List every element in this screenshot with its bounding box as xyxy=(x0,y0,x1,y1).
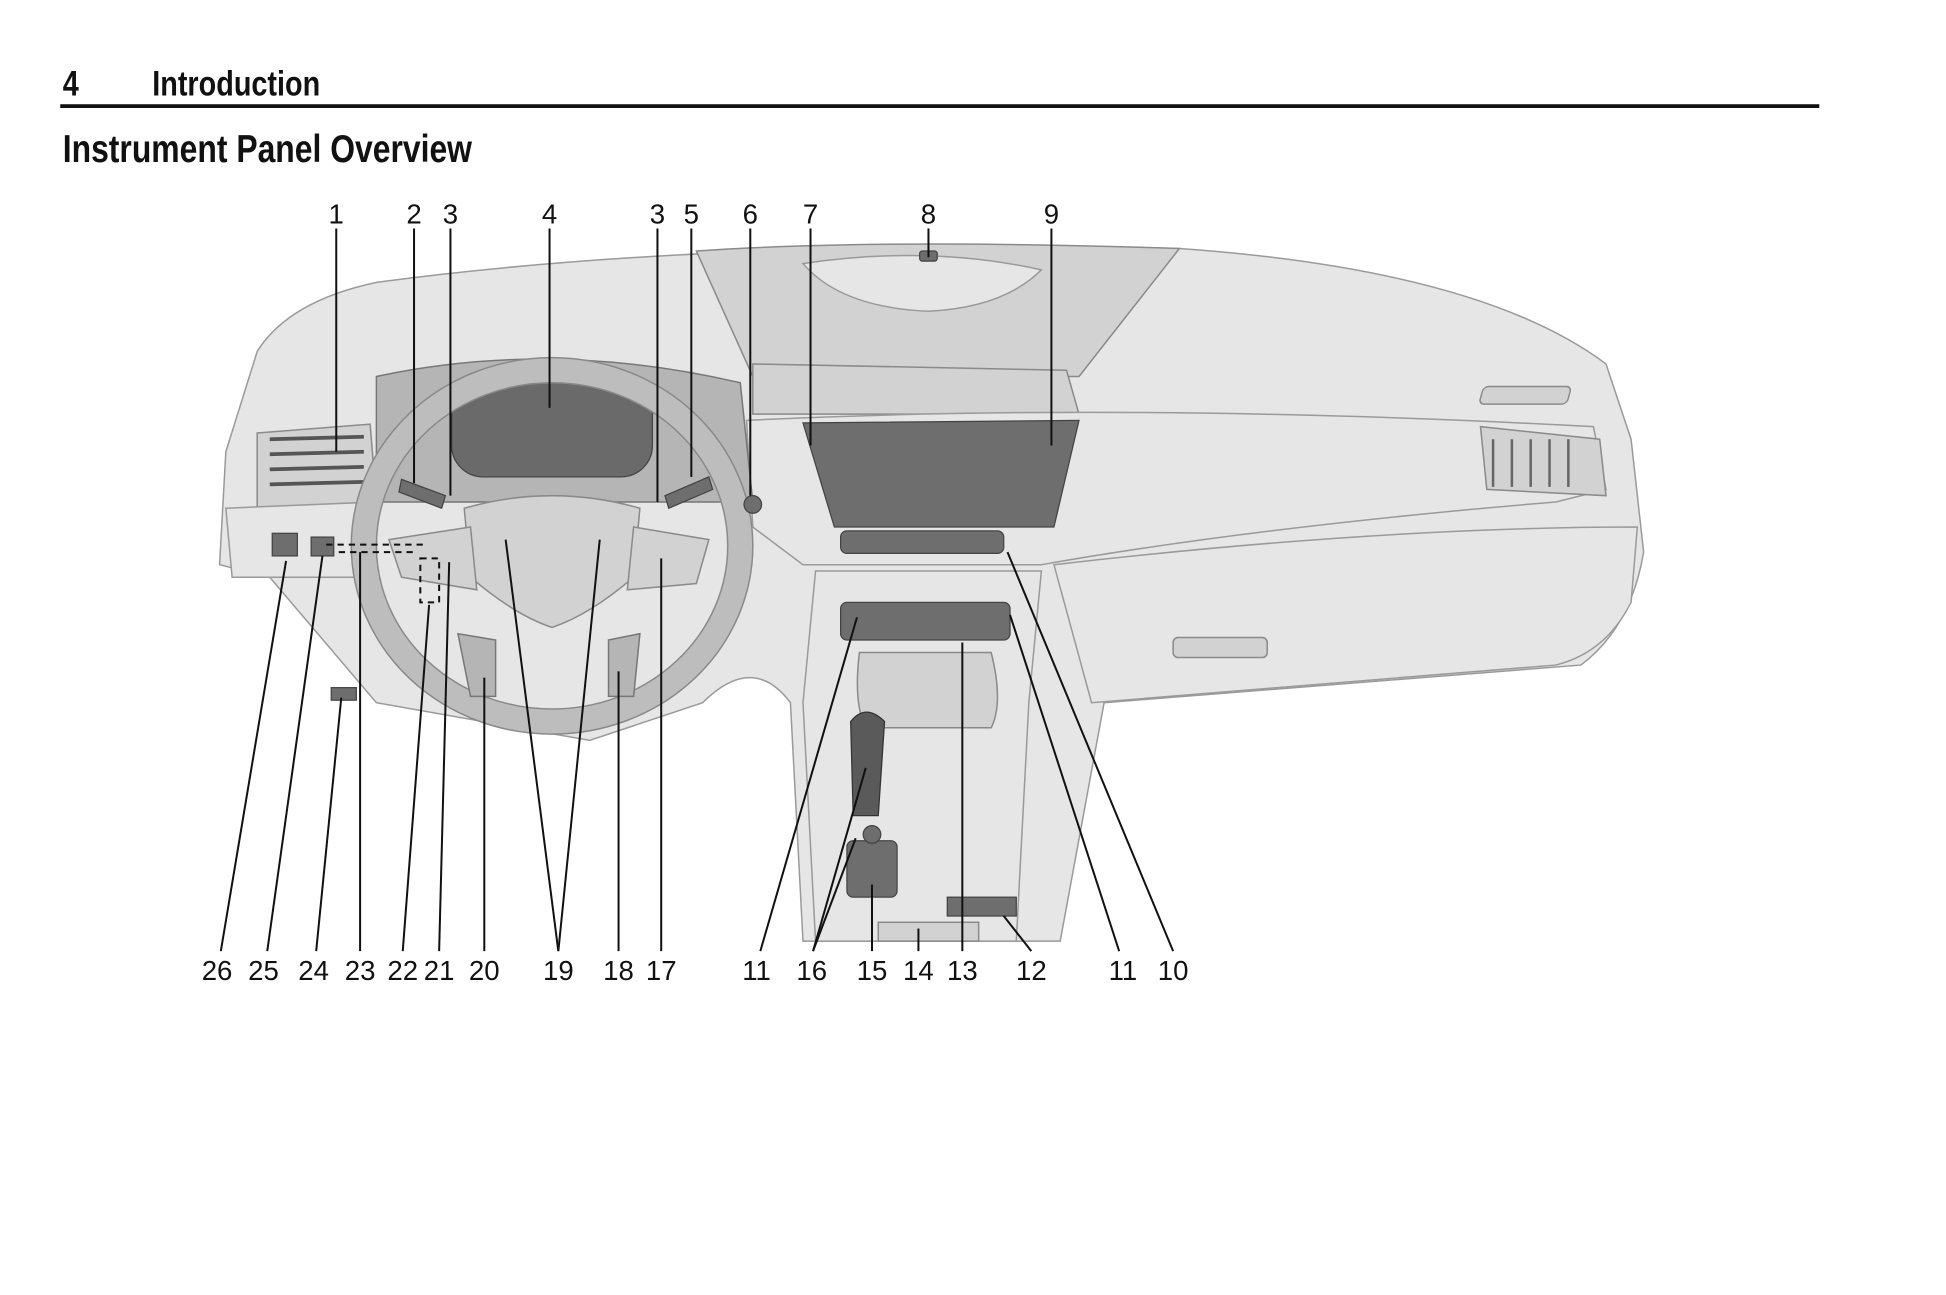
callout-18: 18 xyxy=(603,955,634,986)
callout-8: 8 xyxy=(921,198,936,229)
callout-26: 26 xyxy=(202,955,233,986)
callout-10: 10 xyxy=(1158,955,1189,986)
callout-7: 7 xyxy=(803,198,818,229)
section-title: Introduction xyxy=(152,64,320,103)
callout-2: 2 xyxy=(406,198,421,229)
callout-21: 21 xyxy=(424,955,455,986)
callout-11b: 11 xyxy=(1109,955,1138,986)
callout-13: 13 xyxy=(947,955,978,986)
callout-9: 9 xyxy=(1044,198,1059,229)
header-rule xyxy=(60,104,1820,108)
callout-16: 16 xyxy=(796,955,827,986)
callout-25: 25 xyxy=(248,955,279,986)
callout-11: 11 xyxy=(742,955,771,986)
callout-15: 15 xyxy=(857,955,888,986)
page-number: 4 xyxy=(63,64,79,103)
callout-22: 22 xyxy=(387,955,418,986)
page-title: Instrument Panel Overview xyxy=(63,127,473,171)
callout-5: 5 xyxy=(684,198,699,229)
callout-leaders xyxy=(219,228,1175,952)
callout-1: 1 xyxy=(329,198,344,229)
callout-24: 24 xyxy=(298,955,329,986)
top-callouts: 1 2 3 4 3 5 6 7 8 9 xyxy=(329,198,1060,229)
callout-3b: 3 xyxy=(650,198,665,229)
callout-12: 12 xyxy=(1016,955,1047,986)
callout-6: 6 xyxy=(743,198,758,229)
callout-17: 17 xyxy=(646,955,677,986)
callout-4: 4 xyxy=(542,198,557,229)
instrument-panel-illustration xyxy=(218,243,1645,942)
callout-19: 19 xyxy=(543,955,574,986)
callout-3: 3 xyxy=(443,198,458,229)
callout-14: 14 xyxy=(903,955,934,986)
callout-23: 23 xyxy=(345,955,376,986)
callout-20: 20 xyxy=(469,955,500,986)
bottom-callouts: 26 25 24 23 22 21 20 19 18 17 11 16 15 1… xyxy=(202,955,1189,986)
